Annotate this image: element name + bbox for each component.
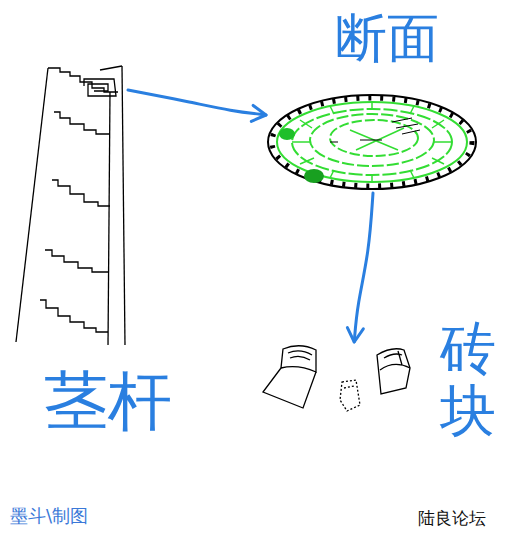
stem-outline xyxy=(108,92,110,345)
stem-contour xyxy=(40,300,108,332)
part-label: 茎杆 xyxy=(44,366,172,436)
flow-arrow xyxy=(128,90,266,121)
section-ring xyxy=(277,102,467,182)
arrow-head xyxy=(251,105,266,121)
stem-outline xyxy=(122,66,125,345)
part-label: 砖块 xyxy=(440,318,496,441)
section-cells xyxy=(292,102,452,182)
stem-contour xyxy=(52,180,110,206)
section-spot xyxy=(304,169,324,183)
illustration-part: 茎杆 xyxy=(14,62,128,347)
section-ticks xyxy=(272,98,472,186)
watermark: 陆良论坛 xyxy=(418,508,486,528)
arrow-line xyxy=(128,90,266,115)
section-rim xyxy=(268,95,476,189)
stem-contour xyxy=(54,112,110,134)
brick-piece xyxy=(340,380,360,411)
brick-piece xyxy=(281,346,316,372)
stem-spiral xyxy=(84,79,116,96)
section-spot xyxy=(279,128,295,140)
illustration-part: 砖块 xyxy=(260,342,412,412)
brick-piece xyxy=(263,368,316,408)
stem-outline xyxy=(100,66,122,70)
flow-arrow xyxy=(347,193,373,342)
section-ring xyxy=(310,114,434,166)
arrow-line xyxy=(354,193,373,342)
illustration-part: 断面 xyxy=(266,93,480,193)
section-core xyxy=(330,118,420,142)
stem-contour xyxy=(45,250,108,272)
credit-note: 墨斗\制图 xyxy=(10,505,88,527)
part-label: 断面 xyxy=(335,10,439,67)
section-drawing xyxy=(268,95,476,189)
brick-hatch xyxy=(380,351,410,370)
section-ring xyxy=(330,120,418,156)
brick-drawing xyxy=(263,346,410,411)
stem-outline xyxy=(16,68,48,342)
stem-drawing xyxy=(16,66,125,345)
brick-piece xyxy=(377,349,410,394)
brick-hatch xyxy=(288,351,312,360)
arrow-head xyxy=(347,328,363,342)
